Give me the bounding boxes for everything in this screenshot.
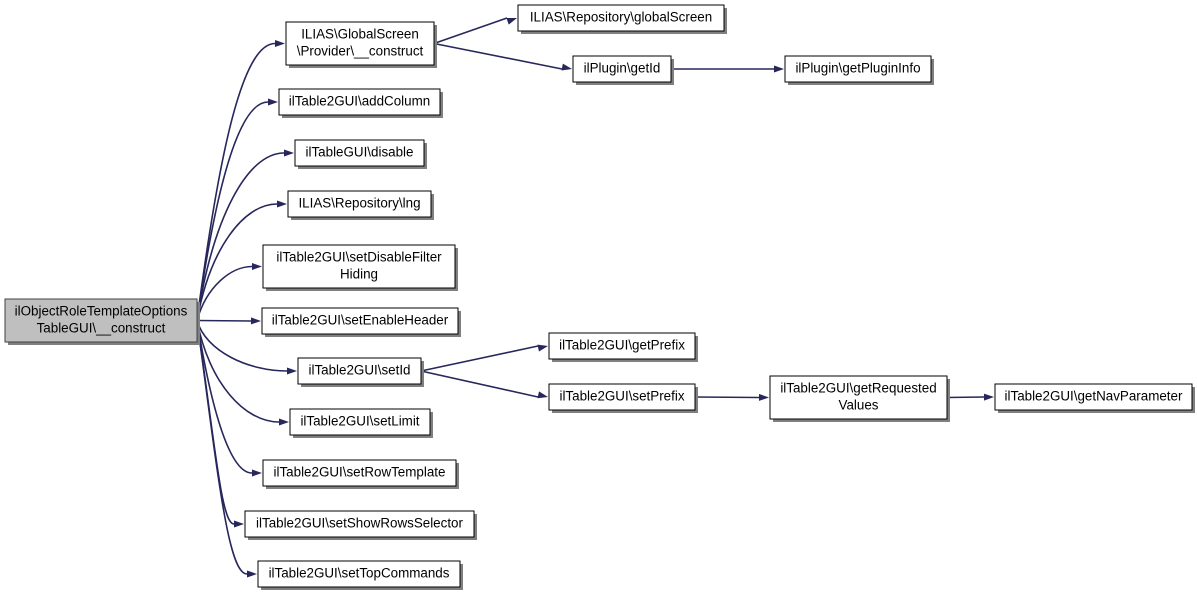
graph-node-iltable2gui_setshowrowsselector[interactable]: ilTable2GUI\setShowRowsSelector	[244, 510, 477, 540]
call-edge	[671, 65, 784, 73]
node-label: Hiding	[340, 267, 378, 282]
graph-node-ilplugin_getplugininfo[interactable]: ilPlugin\getPluginInfo	[784, 55, 934, 85]
node-label: ilPlugin\getPluginInfo	[795, 61, 920, 76]
node-box[interactable]	[289, 408, 431, 436]
graph-node-iltablegui_disable[interactable]: ilTableGUI\disable	[294, 139, 427, 169]
call-edge	[196, 149, 294, 321]
edge-arrowhead	[234, 520, 244, 528]
node-box[interactable]	[285, 21, 435, 66]
node-box[interactable]	[297, 357, 422, 385]
node-box[interactable]	[572, 55, 672, 83]
node-label: ilTable2GUI\getRequested	[780, 381, 936, 396]
edge-arrowhead	[774, 65, 784, 73]
call-edge	[433, 42, 572, 71]
call-edge	[196, 320, 289, 426]
node-label: ILIAS\GlobalScreen	[301, 27, 419, 42]
call-edge	[196, 320, 297, 375]
node-box[interactable]	[261, 307, 459, 335]
node-box[interactable]	[287, 190, 432, 218]
node-box[interactable]	[257, 560, 461, 588]
edge-arrowhead	[275, 40, 285, 47]
edge-arrowhead	[247, 570, 257, 578]
call-edge	[420, 370, 548, 399]
edge-arrowhead	[537, 344, 548, 352]
node-label: Values	[839, 398, 879, 413]
node-label: ilTable2GUI\setEnableHeader	[272, 313, 449, 328]
node-box[interactable]	[769, 375, 948, 420]
edges-layer	[196, 17, 994, 578]
edge-arrowhead	[983, 393, 994, 401]
node-box[interactable]	[4, 298, 198, 343]
graph-node-ilplugin_getid[interactable]: ilPlugin\getId	[572, 55, 674, 85]
edge-arrowhead	[561, 63, 572, 71]
graph-node-globalscreen_provider_construct[interactable]: ILIAS\GlobalScreen \Provider\__construct	[285, 21, 437, 68]
graph-node-iltable2gui_getnavparameter[interactable]: ilTable2GUI\getNavParameter	[994, 383, 1195, 413]
graph-node-repository_lng[interactable]: ILIAS\Repository\lng	[287, 190, 434, 220]
edge-arrowhead	[537, 391, 548, 399]
node-label: ilTable2GUI\getPrefix	[559, 338, 685, 353]
edge-arrowhead	[279, 418, 289, 426]
graph-node-iltable2gui_getprefix[interactable]: ilTable2GUI\getPrefix	[548, 332, 698, 362]
node-label: ilTable2GUI\setId	[309, 363, 411, 378]
node-label: ilTable2GUI\setPrefix	[559, 389, 684, 404]
node-label: ilPlugin\getId	[584, 61, 661, 76]
node-label: ilTable2GUI\setDisableFilter	[276, 250, 442, 265]
node-label: \Provider\__construct	[297, 44, 424, 59]
graph-node-iltable2gui_setenableheader[interactable]: ilTable2GUI\setEnableHeader	[261, 307, 461, 337]
call-edge	[420, 344, 548, 372]
node-label: ilTable2GUI\setShowRowsSelector	[256, 516, 463, 531]
node-label: ilTable2GUI\setLimit	[300, 414, 419, 429]
node-box[interactable]	[294, 139, 425, 167]
nodes-layer: ilObjectRoleTemplateOptionsTableGUI\__co…	[4, 4, 1195, 590]
graph-node-iltable2gui_setid[interactable]: ilTable2GUI\setId	[297, 357, 424, 387]
node-label: ilObjectRoleTemplateOptions	[15, 304, 188, 319]
node-label: ILIAS\Repository\globalScreen	[530, 10, 712, 25]
call-edge	[196, 317, 261, 325]
edge-arrowhead	[758, 393, 769, 401]
call-edge	[196, 98, 278, 321]
node-box[interactable]	[244, 510, 475, 538]
edge-arrowhead	[506, 17, 517, 25]
graph-node-iltable2gui_setrowtemplate[interactable]: ilTable2GUI\setRowTemplate	[262, 459, 459, 489]
edge-arrowhead	[277, 200, 287, 208]
node-box[interactable]	[262, 244, 456, 289]
call-edge	[946, 393, 994, 401]
graph-node-iltable2gui_addcolumn[interactable]: ilTable2GUI\addColumn	[278, 88, 443, 118]
call-edge	[196, 320, 262, 477]
graph-node-iltable2gui_settopcommands[interactable]: ilTable2GUI\setTopCommands	[257, 560, 463, 590]
node-label: ilTable2GUI\addColumn	[289, 94, 430, 109]
edge-arrowhead	[252, 263, 262, 270]
graph-node-root[interactable]: ilObjectRoleTemplateOptionsTableGUI\__co…	[4, 298, 200, 345]
node-box[interactable]	[548, 383, 696, 411]
node-label: ilTable2GUI\getNavParameter	[1005, 389, 1183, 404]
node-box[interactable]	[278, 88, 441, 116]
edge-arrowhead	[268, 98, 278, 106]
call-edge	[196, 200, 287, 321]
node-box[interactable]	[994, 383, 1193, 411]
graph-node-iltable2gui_setlimit[interactable]: ilTable2GUI\setLimit	[289, 408, 433, 438]
node-label: ilTable2GUI\setTopCommands	[269, 566, 450, 581]
node-box[interactable]	[548, 332, 696, 360]
graph-node-iltable2gui_setprefix[interactable]: ilTable2GUI\setPrefix	[548, 383, 698, 413]
graph-node-repository_globalscreen[interactable]: ILIAS\Repository\globalScreen	[517, 4, 727, 34]
edge-arrowhead	[287, 367, 297, 375]
node-box[interactable]	[784, 55, 932, 83]
edge-arrowhead	[284, 149, 294, 157]
call-edge	[196, 40, 285, 321]
node-label: ilTable2GUI\setRowTemplate	[274, 465, 446, 480]
edge-arrowhead	[252, 469, 262, 477]
call-edge	[196, 320, 257, 578]
edge-arrowhead	[250, 317, 261, 325]
call-edge	[694, 393, 769, 401]
node-box[interactable]	[517, 4, 725, 32]
node-label: TableGUI\__construct	[37, 321, 166, 336]
node-label: ILIAS\Repository\lng	[298, 196, 420, 211]
call-edge	[196, 263, 262, 321]
node-label: ilTableGUI\disable	[306, 145, 414, 160]
node-box[interactable]	[262, 459, 457, 487]
call-edge	[433, 17, 517, 45]
